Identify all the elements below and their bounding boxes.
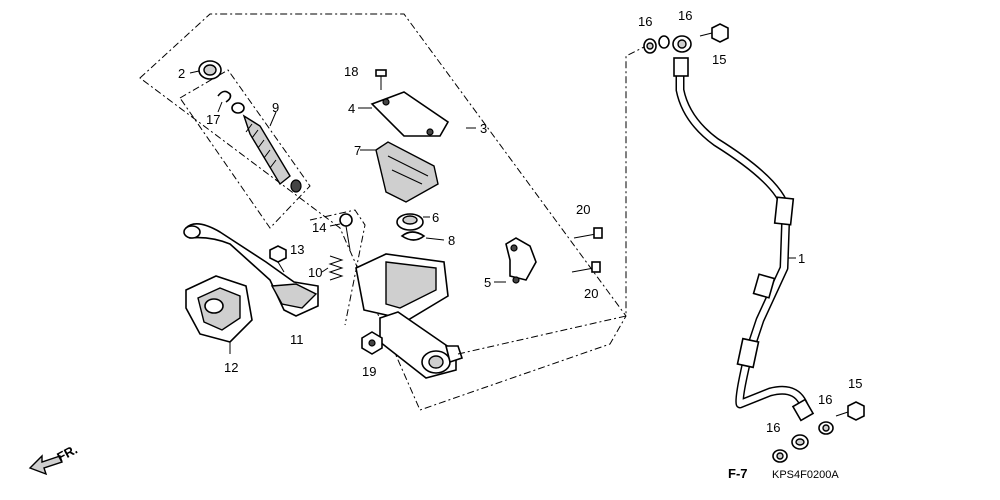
callout-19: 19 — [362, 364, 376, 379]
diagram-code: KPS4F0200A — [772, 469, 839, 481]
part-nut-13 — [269, 245, 287, 273]
reference-label: F-7 — [728, 466, 748, 481]
callout-3: 3 — [480, 121, 487, 136]
callout-1: 1 — [798, 251, 805, 266]
part-pivot-spring — [321, 255, 344, 281]
part-pivot-bolt — [329, 213, 353, 251]
part-bolt-19 — [361, 331, 383, 355]
part-master-cylinder-body — [355, 253, 464, 379]
part-reservoir-cap — [358, 91, 450, 137]
callout-4: 4 — [348, 101, 355, 116]
callout-5: 5 — [484, 275, 491, 290]
part-washer-16a — [643, 38, 657, 54]
part-holder-cover — [185, 275, 253, 354]
callout-13: 13 — [290, 242, 304, 257]
callout-16d: 16 — [766, 420, 780, 435]
callout-18: 18 — [344, 64, 358, 79]
lever-pivot-boundary — [309, 209, 366, 326]
callout-6: 6 — [432, 210, 439, 225]
callout-7: 7 — [354, 143, 361, 158]
part-bolt-20b — [571, 261, 601, 273]
callout-16c: 16 — [818, 392, 832, 407]
front-arrow-icon — [28, 454, 63, 476]
callout-20b: 20 — [584, 286, 598, 301]
part-bolt-20a — [573, 227, 603, 239]
part-washer-16c — [818, 421, 834, 435]
callout-2: 2 — [178, 66, 185, 81]
callout-16a: 16 — [638, 14, 652, 29]
callout-11: 11 — [290, 332, 304, 347]
callout-20a: 20 — [576, 202, 590, 217]
hose-connection-line — [457, 45, 647, 355]
part-holder-clamp — [494, 237, 537, 284]
part-brake-lever — [183, 223, 319, 317]
callout-12: 12 — [224, 360, 238, 375]
callout-9: 9 — [272, 100, 279, 115]
part-brake-hose — [672, 35, 815, 450]
part-oil-bolt-15b — [835, 401, 865, 421]
callout-10: 10 — [308, 265, 322, 280]
part-diaphragm — [360, 141, 439, 203]
callout-15a: 15 — [712, 52, 726, 67]
part-protector — [400, 231, 445, 241]
callout-15b: 15 — [848, 376, 862, 391]
part-screw — [375, 69, 387, 90]
part-oil-bolt-15a — [699, 23, 729, 43]
part-float — [396, 213, 430, 231]
part-snap-ring — [217, 90, 232, 113]
part-piston-set — [231, 102, 302, 193]
callout-16b: 16 — [678, 8, 692, 23]
piston-set-boundary — [179, 69, 311, 229]
part-boot-cap — [189, 60, 222, 80]
part-washer-16d — [772, 449, 788, 463]
callout-8: 8 — [448, 233, 455, 248]
callout-17: 17 — [206, 112, 220, 127]
master-cylinder-group-boundary — [139, 13, 627, 411]
callout-14: 14 — [312, 220, 326, 235]
part-washer-16b — [658, 35, 670, 49]
